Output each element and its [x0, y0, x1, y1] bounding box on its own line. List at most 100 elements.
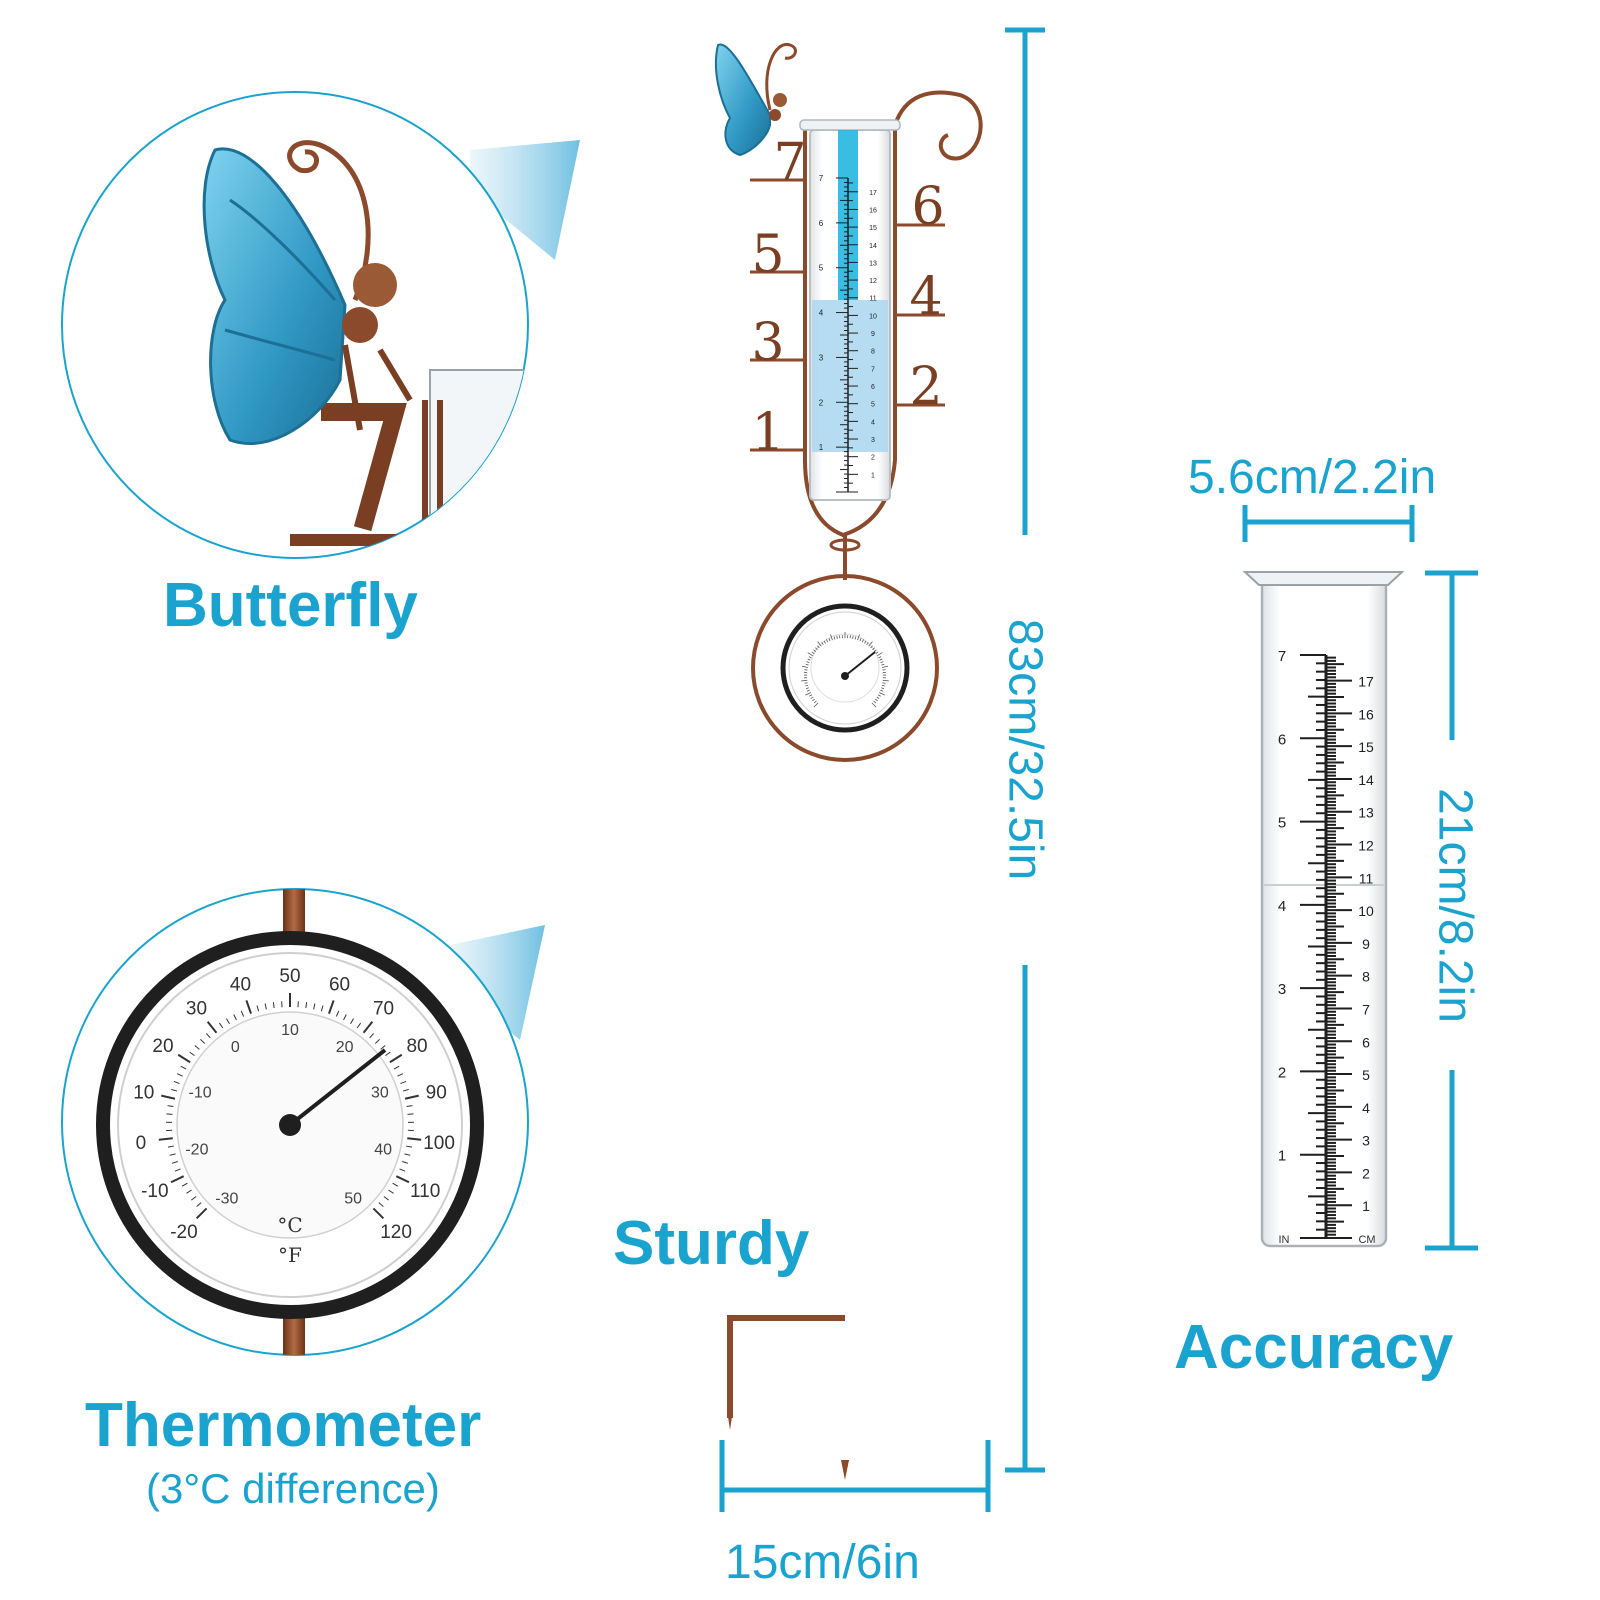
base-width-label: 15cm/6in: [725, 1536, 920, 1589]
dial-tick: [240, 1010, 245, 1017]
dial-tick: [402, 1088, 409, 1092]
small-cm-label: 8: [871, 349, 875, 356]
mini-dial-tick: [872, 647, 875, 651]
fahrenheit-label: 100: [423, 1133, 455, 1154]
small-cm-label: 13: [869, 260, 877, 267]
accuracy-label: Accuracy: [1174, 1313, 1454, 1382]
mini-dial-tick: [881, 663, 885, 666]
celsius-label: -10: [189, 1084, 212, 1101]
mini-dial-tick: [802, 665, 809, 668]
base-width-dimension-line: [719, 1440, 991, 1512]
fahrenheit-label: 120: [380, 1222, 412, 1243]
dial-tick: [186, 1189, 192, 1194]
tube-height-label: 21cm/8.2in: [1428, 788, 1482, 1023]
small-inch-label: 1: [819, 443, 824, 452]
dial-tick: [191, 1196, 197, 1201]
mini-dial-tick: [854, 636, 857, 640]
dial-tick: [233, 1014, 237, 1021]
mini-dial-tick: [882, 682, 886, 684]
fahrenheit-label: -10: [141, 1181, 168, 1202]
unit-celsius: °C: [277, 1213, 302, 1237]
dial-tick: [378, 1202, 384, 1207]
height-label: 83cm/32.5in: [998, 618, 1052, 881]
fahrenheit-label: 60: [329, 974, 350, 995]
dial-tick: [388, 1189, 394, 1194]
stake-number-7: 7: [773, 133, 806, 193]
celsius-label: 30: [371, 1084, 389, 1101]
mini-dial-tick: [806, 689, 810, 692]
thermometer-scale-ticks: [158, 993, 422, 1220]
thermometer-needle: [288, 1048, 387, 1127]
dial-tick: [256, 1005, 260, 1012]
mini-thermometer-ticks: [801, 632, 889, 708]
small-inch-label: 3: [819, 353, 824, 362]
sturdy-label: Sturdy: [613, 1209, 810, 1278]
stake-number-2: 2: [909, 357, 942, 417]
cm-mark-label: 9: [1362, 936, 1370, 952]
small-cm-label: 11: [869, 296, 876, 303]
fahrenheit-label: 40: [230, 974, 251, 995]
unit-centimeters: CM: [1358, 1234, 1375, 1246]
mini-dial-tick: [826, 639, 829, 643]
cm-mark-label: 4: [1362, 1100, 1370, 1116]
dial-tick: [350, 1018, 355, 1024]
small-inch-label: 7: [819, 174, 824, 183]
unit-inches: IN: [1279, 1234, 1290, 1246]
mini-dial-tick: [881, 684, 885, 687]
celsius-label: 40: [374, 1141, 392, 1158]
dial-tick: [206, 1021, 218, 1034]
fahrenheit-label: 50: [279, 966, 300, 987]
dial-tick: [225, 1018, 230, 1024]
mini-dial-tick: [817, 645, 820, 649]
cm-mark-label: 16: [1358, 706, 1374, 722]
mini-dial-tick: [874, 698, 878, 702]
cm-mark-label: 3: [1362, 1133, 1370, 1149]
celsius-label: -20: [185, 1141, 208, 1158]
cm-mark-label: 15: [1358, 739, 1374, 755]
cm-mark-label: 10: [1358, 903, 1374, 919]
fahrenheit-label: 20: [152, 1036, 173, 1057]
dial-tick: [392, 1182, 399, 1187]
fahrenheit-label: -20: [170, 1222, 197, 1243]
cm-mark-label: 12: [1358, 838, 1374, 854]
inch-mark-label: 6: [1278, 731, 1286, 748]
mini-dial-tick: [866, 642, 869, 645]
dial-tick: [194, 1045, 200, 1050]
dial-tick: [402, 1160, 409, 1164]
mini-dial-tick: [807, 658, 811, 661]
dial-tick: [200, 1038, 206, 1044]
mini-dial-tick: [879, 692, 885, 696]
cm-mark-label: 6: [1362, 1034, 1370, 1050]
dial-tick: [385, 1051, 391, 1057]
dial-tick: [393, 1065, 400, 1070]
small-cm-label: 16: [869, 207, 877, 214]
dial-tick: [305, 1002, 308, 1009]
fahrenheit-label: 70: [373, 999, 394, 1020]
cm-mark-label: 8: [1362, 969, 1370, 985]
dial-tick: [264, 1003, 267, 1010]
stake-number-4: 4: [909, 267, 942, 327]
dial-tick: [328, 1000, 335, 1014]
mini-dial-tick: [813, 702, 819, 708]
mini-dial-tick: [836, 635, 838, 639]
small-cm-label: 15: [869, 225, 877, 232]
mini-dial-tick: [813, 700, 817, 704]
thermometer-note: (3°C difference): [146, 1465, 440, 1512]
mini-dial-tick: [804, 682, 808, 684]
dial-tick: [171, 1160, 178, 1164]
inch-mark-label: 3: [1278, 981, 1286, 998]
butterfly-label: Butterfly: [163, 571, 418, 640]
small-inch-label: 4: [819, 309, 824, 318]
dial-tick: [166, 1113, 173, 1115]
small-cm-label: 9: [871, 331, 875, 338]
unit-fahrenheit: °F: [278, 1243, 302, 1267]
dial-tick: [362, 1021, 374, 1034]
cm-mark-label: 14: [1358, 772, 1374, 788]
dial-tick: [171, 1088, 178, 1092]
